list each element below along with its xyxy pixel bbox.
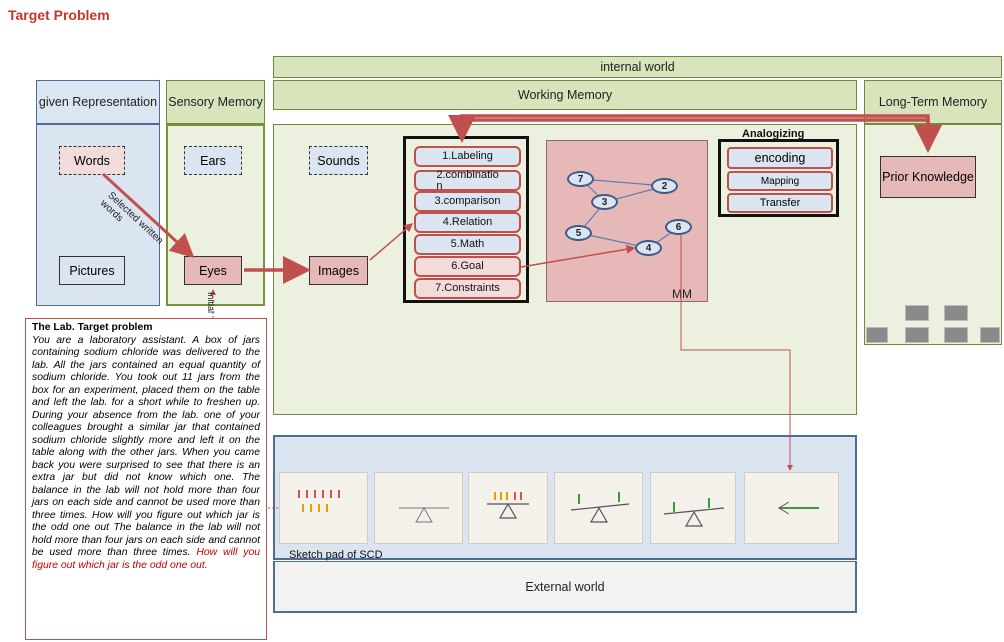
graph-node: 4	[635, 240, 662, 256]
step-labeling: 1.Labeling	[414, 146, 521, 167]
lab-problem-question: How will you figure out which jar is the…	[32, 547, 260, 571]
memory-thumbnail	[905, 327, 929, 343]
sketch-drawings	[298, 490, 819, 527]
memory-thumbnail	[866, 327, 888, 343]
memory-thumbnail	[905, 305, 929, 321]
initial-label: Initial	[206, 292, 216, 314]
long-term-memory-header: Long-Term Memory	[864, 80, 1002, 124]
analogizing-transfer: Transfer	[727, 193, 833, 213]
step-combination: 2.combinatio n	[414, 169, 521, 191]
analogizing-encoding: encoding	[727, 147, 833, 169]
prior-knowledge-box: Prior Knowledge	[880, 156, 976, 198]
analogizing-mapping: Mapping	[727, 171, 833, 191]
working-memory-header: Working Memory	[273, 80, 857, 110]
step-constraints: 7.Constraints	[414, 278, 521, 299]
external-world-box: External world	[273, 561, 857, 613]
lab-problem-body: You are a laboratory assistant. A box of…	[32, 335, 260, 573]
page-title: Target Problem	[8, 7, 110, 23]
internal-world-header: internal world	[273, 56, 1002, 78]
memory-thumbnail	[944, 327, 968, 343]
sounds-box: Sounds	[309, 146, 368, 175]
ears-box: Ears	[184, 146, 242, 175]
lab-problem-text: You are a laboratory assistant. A box of…	[32, 334, 260, 559]
sensory-memory-header: Sensory Memory	[166, 80, 265, 124]
step-math: 5.Math	[414, 234, 521, 255]
graph-node: 6	[665, 219, 692, 235]
memory-thumbnail	[980, 327, 1000, 343]
step-comparison: 3.comparison	[414, 191, 521, 212]
graph-node: 3	[591, 194, 618, 210]
sketch-image	[279, 472, 368, 544]
graph-node: 7	[567, 171, 594, 187]
images-box: Images	[309, 256, 368, 285]
lab-problem-title: The Lab. Target problem	[32, 322, 153, 333]
given-representation-header: given Representation	[36, 80, 160, 124]
graph-node: 2	[651, 178, 678, 194]
graph-node: 5	[565, 225, 592, 241]
memory-thumbnail	[944, 305, 968, 321]
sketch-image	[468, 472, 548, 544]
pictures-box: Pictures	[59, 256, 125, 285]
eyes-box: Eyes	[184, 256, 242, 285]
sketch-pad-label: Sketch pad of SCD	[289, 549, 383, 561]
step-goal: 6.Goal	[414, 256, 521, 277]
lab-problem-textbox: The Lab. Target problem You are a labora…	[25, 318, 267, 640]
words-box: Words	[59, 146, 125, 175]
step-relation: 4.Relation	[414, 212, 521, 233]
